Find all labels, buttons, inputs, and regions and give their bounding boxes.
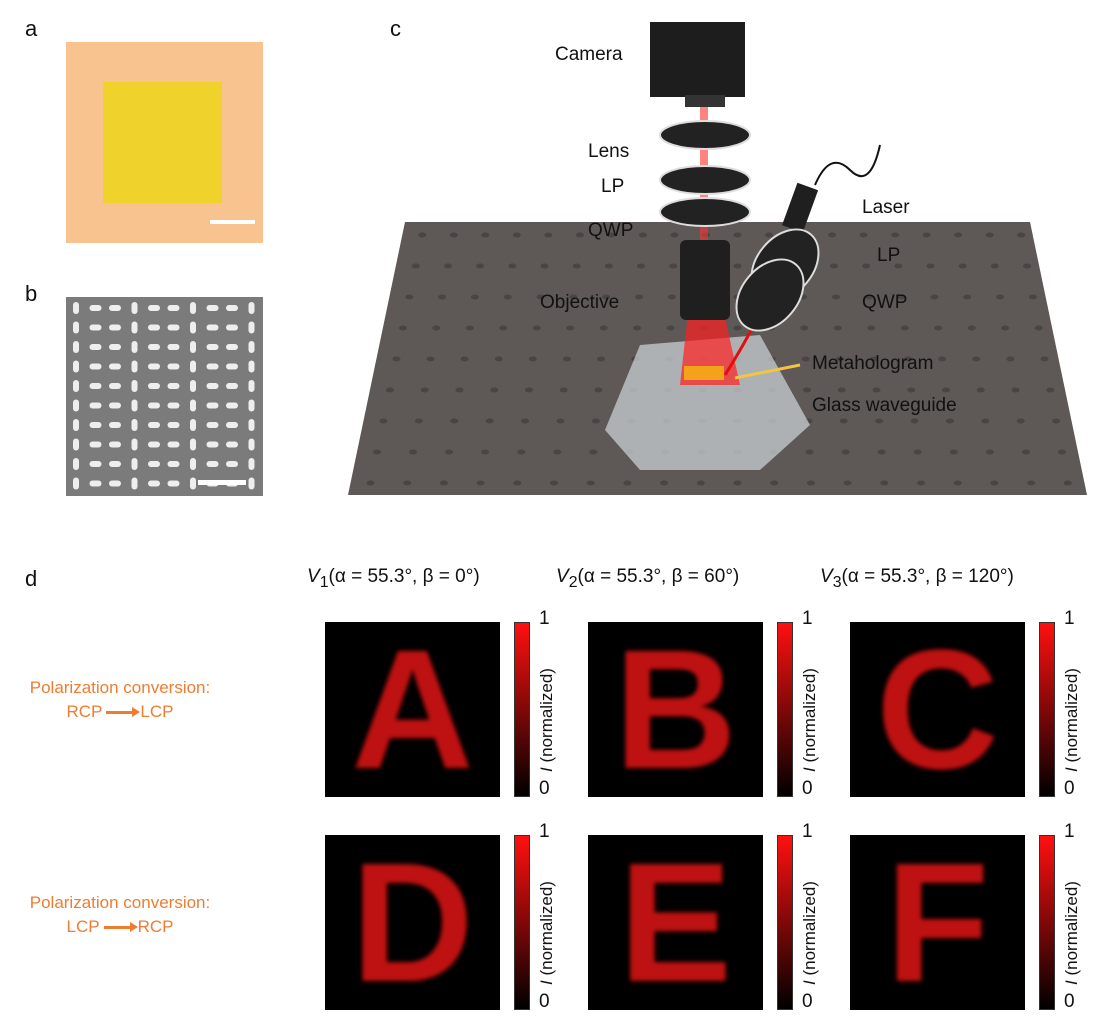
qwp-side — [735, 258, 805, 332]
colorbar-max: 1 — [539, 608, 550, 629]
label-lp-side: LP — [877, 245, 901, 266]
laser — [782, 182, 819, 233]
lp-top — [659, 165, 751, 195]
hologram-letter: D — [351, 835, 474, 1010]
hologram-image: E — [588, 835, 763, 1010]
colorbar — [514, 622, 530, 797]
hologram-image: B — [588, 622, 763, 797]
colorbar-min: 0 — [1064, 991, 1075, 1012]
colorbar-min: 0 — [802, 991, 813, 1012]
colorbar — [1039, 622, 1055, 797]
colorbar — [1039, 835, 1055, 1010]
colorbar — [777, 622, 793, 797]
label-lens: Lens — [588, 141, 630, 162]
colorbar-min: 0 — [539, 991, 550, 1012]
column-header-v3: V3(α = 55.3°, β = 120°) — [820, 566, 1014, 591]
panel-label-c: c — [390, 16, 401, 41]
label-lp-top: LP — [601, 176, 625, 197]
colorbar-min: 0 — [802, 778, 813, 799]
hologram-letter: B — [614, 622, 737, 797]
colorbar-label: I (normalized) — [800, 668, 819, 772]
colorbar-max: 1 — [1064, 821, 1075, 842]
colorbar-label: I (normalized) — [1062, 881, 1081, 985]
colorbar-label: I (normalized) — [800, 881, 819, 985]
colorbar — [514, 835, 530, 1010]
column-header-v2: V2(α = 55.3°, β = 60°) — [556, 566, 740, 591]
hologram-image: F — [850, 835, 1025, 1010]
panel-label-d: d — [25, 566, 38, 591]
colorbar-min: 0 — [539, 778, 550, 799]
sem-image — [66, 297, 263, 496]
nanopillar-array — [73, 302, 255, 490]
glass-waveguide — [605, 335, 810, 470]
label-objective: Objective — [540, 292, 620, 313]
objective — [680, 240, 730, 320]
optical-micrograph — [66, 42, 263, 243]
metasurface-square — [103, 82, 222, 203]
colorbar-label: I (normalized) — [1062, 668, 1081, 772]
hologram-letter: F — [885, 835, 990, 1010]
arrow-icon — [103, 922, 138, 933]
hologram-letter: E — [618, 835, 733, 1010]
colorbar-label: I (normalized) — [537, 668, 556, 772]
optical-setup-schematic — [348, 22, 1087, 495]
metahologram — [684, 366, 724, 380]
hologram-letter: A — [351, 622, 474, 797]
hologram-image: D — [325, 835, 500, 1010]
column-header-v1: V1(α = 55.3°, β = 0°) — [307, 566, 480, 591]
label-qwp-side: QWP — [862, 292, 908, 313]
colorbar-max: 1 — [802, 608, 813, 629]
panel-label-a: a — [25, 16, 38, 41]
pointer-arrow — [734, 363, 801, 380]
colorbar-min: 0 — [1064, 778, 1075, 799]
colorbar-max: 1 — [539, 821, 550, 842]
scale-bar — [210, 220, 255, 224]
colorbar-max: 1 — [1064, 608, 1075, 629]
panel-label-b: b — [25, 281, 38, 306]
hologram-image: A — [325, 622, 500, 797]
label-waveguide: Glass waveguide — [812, 395, 957, 416]
lens — [659, 120, 751, 150]
hologram-image: C — [850, 622, 1025, 797]
label-qwp-top: QWP — [588, 220, 634, 241]
label-laser: Laser — [862, 197, 910, 218]
hologram-letter: C — [876, 622, 999, 797]
scale-bar — [198, 480, 246, 485]
camera — [650, 22, 745, 97]
label-metahologram: Metahologram — [812, 353, 934, 374]
colorbar-label: I (normalized) — [537, 881, 556, 985]
colorbar-max: 1 — [802, 821, 813, 842]
label-camera: Camera — [555, 44, 623, 65]
arrow-icon — [106, 707, 141, 718]
qwp-top — [659, 197, 751, 227]
colorbar — [777, 835, 793, 1010]
